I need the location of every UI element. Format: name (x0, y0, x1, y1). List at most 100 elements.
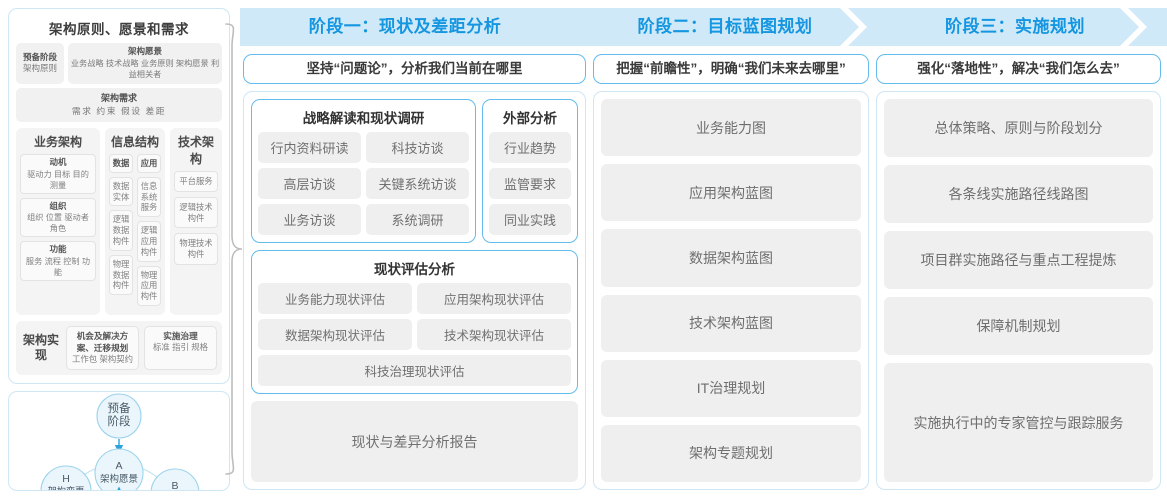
assessment-chip-2[interactable]: 数据架构现状评估 (258, 319, 412, 350)
information-data-column: 数据 数据实体 逻辑数据构件 物理数据构件 (109, 154, 133, 310)
togaf-requirements-sub: 需求 约束 假设 差距 (71, 105, 167, 116)
togaf-vision-box: 架构愿景 业务战略 技术战略 业务原则 架构愿景 利益相关者 (68, 43, 222, 84)
phase-label-2: 阶段二：目标蓝图规划 (637, 17, 813, 36)
strategy-chip-3[interactable]: 关键系统访谈 (366, 168, 469, 199)
adm-node-h-key: H (62, 473, 70, 485)
info-app-service: 信息系统服务 (137, 176, 161, 218)
phase-2-column: 把握“前瞻性”，明确“我们未来去哪里” 业务能力图 应用架构蓝图 数据架构蓝图 … (593, 54, 869, 490)
business-item-function-head: 功能 (49, 244, 67, 255)
phase-1-top-split: 战略解读和现状调研 行内资料研读 科技访谈 高层访谈 关键系统访谈 业务访谈 系… (251, 99, 578, 243)
phase-2-tile-1[interactable]: 应用架构蓝图 (601, 164, 861, 222)
external-analysis-title: 外部分析 (503, 111, 557, 126)
adm-node-prelim (96, 393, 142, 439)
togaf-three-domains: 业务架构 动机 驱动力 目标 目的 测量 组织 组织 位置 驱动者 角色 功能 … (16, 128, 222, 315)
left-column: 架构原则、愿景和需求 预备阶段 架构原则 架构愿景 业务战略 技术战略 业务原则… (8, 8, 230, 491)
assessment-row-2: 数据架构现状评估 技术架构现状评估 (258, 319, 571, 355)
assessment-chip-0[interactable]: 业务能力现状评估 (258, 283, 412, 314)
togaf-content-framework-panel: 架构原则、愿景和需求 预备阶段 架构原则 架构愿景 业务战略 技术战略 业务原则… (8, 8, 230, 384)
info-data-physical: 物理数据构件 (109, 254, 133, 296)
assessment-chip-1[interactable]: 应用架构现状评估 (417, 283, 571, 314)
external-chip-2[interactable]: 同业实践 (489, 204, 571, 235)
adm-node-a-key: A (115, 460, 122, 472)
info-app-logical: 逻辑应用构件 (137, 221, 161, 262)
business-architecture-title: 业务架构 (33, 135, 82, 150)
strategy-chip-1[interactable]: 科技访谈 (366, 132, 469, 163)
adm-node-h (40, 465, 92, 490)
togaf-vision-sub: 业务战略 技术战略 业务原则 架构愿景 利益相关者 (70, 58, 220, 80)
strategy-chip-5[interactable]: 系统调研 (366, 204, 469, 235)
strategy-research-card: 战略解读和现状调研 行内资料研读 科技访谈 高层访谈 关键系统访谈 业务访谈 系… (251, 99, 476, 243)
strategy-row-2: 高层访谈 关键系统访谈 (258, 168, 469, 204)
implementation-governance-sub: 标准 指引 规格 (153, 341, 208, 352)
togaf-prelim-sub: 架构原则 (22, 63, 57, 74)
info-data-logical: 逻辑数据构件 (109, 210, 133, 251)
phase-2-tile-0[interactable]: 业务能力图 (601, 99, 861, 157)
assessment-row-1: 业务能力现状评估 应用架构现状评估 (258, 283, 571, 319)
adm-cycle-diagram: 预备 阶段 需求 管理 A 架构愿景 B 业务架构 C 信息系统 架构 (40, 393, 200, 491)
technology-architecture-title: 技术架构 (177, 135, 214, 167)
phase-3-body: 总体策略、原则与阶段划分 各条线实施路径线路图 项目群实施路径与重点工程提炼 保… (876, 91, 1161, 490)
togaf-vision-head: 架构愿景 (127, 46, 162, 56)
information-structure-title: 信息结构 (110, 135, 159, 150)
adm-node-b (150, 468, 200, 490)
togaf-prelim-box: 预备阶段 架构原则 (16, 43, 64, 84)
phase-2-tile-2[interactable]: 数据架构蓝图 (601, 229, 861, 287)
phase-2-slogan: 把握“前瞻性”，明确“我们未来去哪里” (593, 54, 869, 84)
phase-3-tile-0[interactable]: 总体策略、原则与阶段划分 (884, 99, 1153, 158)
togaf-prelim-head: 预备阶段 (22, 51, 57, 62)
adm-node-a-label: 架构愿景 (100, 473, 138, 485)
info-app-physical: 物理应用构件 (137, 265, 161, 306)
implementation-governance-head: 实施治理 (163, 330, 198, 341)
business-item-organization-sub: 组织 位置 驱动者 角色 (27, 213, 89, 234)
assessment-chip-full[interactable]: 科技治理现状评估 (258, 355, 571, 386)
phase-3-slogan: 强化“落地性”，解决“我们怎么去” (876, 54, 1161, 84)
assessment-title: 现状评估分析 (374, 262, 455, 277)
strategy-research-wrapper: 战略解读和现状调研 行内资料研读 科技访谈 高层访谈 关键系统访谈 业务访谈 系… (251, 99, 476, 243)
external-chip-0[interactable]: 行业趋势 (489, 132, 571, 163)
phase-2-tile-5[interactable]: 架构专题规划 (601, 424, 861, 483)
phase-band: 阶段一：现状及差距分析 阶段二：目标蓝图规划 阶段三：实施规划 (240, 8, 1167, 46)
assessment-chip-3[interactable]: 技术架构现状评估 (417, 319, 571, 350)
togaf-adm-cycle-panel: 预备 阶段 需求 管理 A 架构愿景 B 业务架构 C 信息系统 架构 (8, 390, 230, 491)
phase-1-report-tile[interactable]: 现状与差异分析报告 (251, 401, 578, 482)
info-data-header: 数据 (109, 154, 133, 173)
external-analysis-card: 外部分析 行业趋势 监管要求 同业实践 (482, 99, 578, 243)
strategy-row-3: 业务访谈 系统调研 (258, 204, 469, 240)
phase-band-shape (240, 8, 1167, 46)
adm-prelim-l1: 预备 (108, 401, 131, 415)
phase-label-1: 阶段一：现状及差距分析 (308, 17, 502, 36)
business-item-function-sub: 服务 流程 控制 功能 (25, 256, 91, 277)
phase-2-tile-4[interactable]: IT治理规划 (601, 359, 861, 417)
phase-2-tile-3[interactable]: 技术架构蓝图 (601, 294, 861, 352)
implementation-label: 架构实现 (22, 332, 59, 362)
togaf-technology-architecture: 技术架构 平台服务 逻辑技术构件 物理技术构件 (170, 128, 222, 315)
phase-band-seg-2 (848, 8, 1139, 46)
adm-node-a (94, 448, 144, 490)
info-data-entity: 数据实体 (109, 176, 133, 207)
adm-node-h-l1: 架构变更 (48, 485, 85, 491)
strategy-chip-4[interactable]: 业务访谈 (258, 204, 361, 235)
external-analysis-wrapper: 外部分析 行业趋势 监管要求 同业实践 (482, 99, 578, 243)
phase-3-tile-1[interactable]: 各条线实施路径线路图 (884, 165, 1153, 224)
togaf-row-vision: 预备阶段 架构原则 架构愿景 业务战略 技术战略 业务原则 架构愿景 利益相关者 (16, 43, 222, 84)
strategy-chip-0[interactable]: 行内资料研读 (258, 132, 361, 163)
phase-3-tile-2[interactable]: 项目群实施路径与重点工程提炼 (884, 231, 1153, 290)
togaf-business-architecture: 业务架构 动机 驱动力 目标 目的 测量 组织 组织 位置 驱动者 角色 功能 … (16, 128, 100, 315)
implementation-opportunity-sub: 工作包 架构契约 (72, 353, 133, 364)
business-item-motivation-sub: 驱动力 目标 目的 测量 (27, 169, 89, 190)
implementation-opportunity-head: 机会及解决方案、迁移规划 (76, 330, 129, 353)
togaf-requirements-box: 架构需求 需求 约束 假设 差距 (16, 87, 222, 123)
phase-3-tile-4[interactable]: 实施执行中的专家管控与跟踪服务 (884, 363, 1153, 482)
adm-prelim-l2: 阶段 (108, 414, 131, 428)
strategy-chip-2[interactable]: 高层访谈 (258, 168, 361, 199)
tech-item-logical: 逻辑技术构件 (174, 196, 218, 229)
business-item-function: 功能 服务 流程 控制 功能 (20, 241, 96, 281)
phase-1-slogan: 坚持“问题论”，分析我们当前在哪里 (243, 54, 586, 84)
brace-connector-icon (225, 23, 243, 475)
implementation-opportunity-cell: 机会及解决方案、迁移规划 工作包 架构契约 (66, 325, 139, 370)
phase-3-column: 强化“落地性”，解决“我们怎么去” 总体策略、原则与阶段划分 各条线实施路径线路… (876, 54, 1161, 490)
phase-3-tile-3[interactable]: 保障机制规划 (884, 297, 1153, 356)
external-chip-1[interactable]: 监管要求 (489, 168, 571, 199)
phase-band-seg-1 (240, 8, 859, 46)
